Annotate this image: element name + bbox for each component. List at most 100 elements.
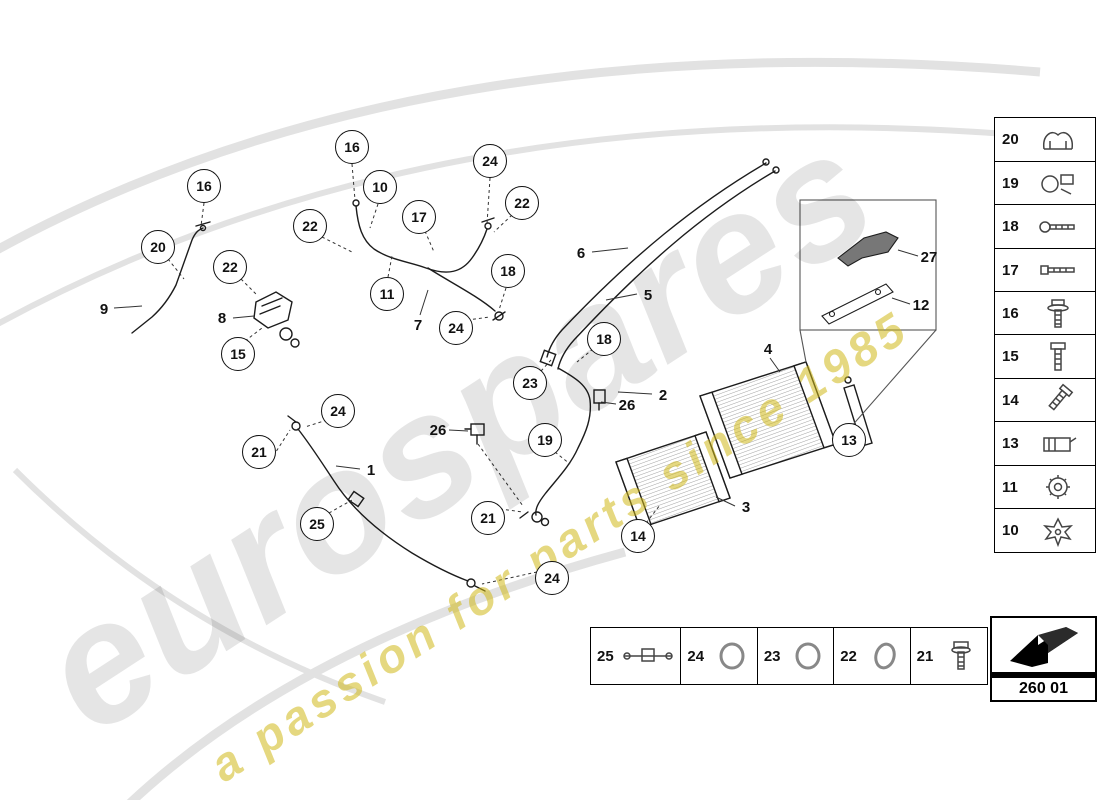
callout-24[interactable]: 24	[473, 144, 507, 178]
part-number: 25	[597, 647, 614, 665]
legend-part-25[interactable]: 25	[590, 627, 682, 685]
callout-21[interactable]: 21	[242, 435, 276, 469]
star-nut-icon	[1024, 514, 1091, 548]
pipe-9-drawing	[131, 221, 211, 334]
code-divider-bar	[992, 672, 1095, 678]
callout-22[interactable]: 22	[505, 186, 539, 220]
callout-22[interactable]: 22	[293, 209, 327, 243]
sidebar-part-19[interactable]: 19	[994, 160, 1096, 206]
bracket-12-drawing	[821, 283, 894, 325]
diagram-code: 260 01	[1019, 680, 1068, 697]
compressor-valve-8-drawing	[253, 291, 300, 348]
callout-17[interactable]: 17	[402, 200, 436, 234]
part-label-26[interactable]: 26	[618, 396, 636, 414]
pipes-5-6-drawing	[539, 158, 780, 370]
part-number: 19	[1002, 174, 1019, 192]
part-number: 10	[1002, 522, 1019, 540]
callout-19[interactable]: 19	[528, 423, 562, 457]
hose-7-drawing	[352, 199, 506, 321]
callout-24[interactable]: 24	[439, 311, 473, 345]
clip-icon	[1024, 427, 1091, 461]
part-label-26[interactable]: 26	[429, 421, 447, 439]
callout-16[interactable]: 16	[335, 130, 369, 164]
angled-screw-icon	[1024, 383, 1091, 417]
callout-24[interactable]: 24	[535, 561, 569, 595]
callout-10[interactable]: 10	[363, 170, 397, 204]
legend-part-23[interactable]: 23	[756, 627, 835, 685]
o-ring-icon	[862, 639, 907, 673]
callout-14[interactable]: 14	[621, 519, 655, 553]
part-number: 13	[1002, 435, 1019, 453]
leader-lines-dashed	[167, 163, 843, 585]
legend-part-21[interactable]: 21	[909, 627, 988, 685]
part-number: 22	[840, 647, 857, 665]
screw-icon	[1024, 340, 1091, 374]
callout-23[interactable]: 23	[513, 366, 547, 400]
callout-18[interactable]: 18	[587, 322, 621, 356]
sidebar-part-15[interactable]: 15	[994, 334, 1096, 380]
part-label-5[interactable]: 5	[643, 286, 653, 304]
part-label-6[interactable]: 6	[576, 244, 586, 262]
bracket-detail-drawing	[799, 199, 937, 445]
part-label-8[interactable]: 8	[217, 309, 227, 327]
sidebar-part-10[interactable]: 10	[994, 508, 1096, 554]
callout-21[interactable]: 21	[471, 501, 505, 535]
part-number: 17	[1002, 261, 1019, 279]
bracket-27-drawing	[837, 231, 899, 267]
grommet-icon	[1024, 470, 1091, 504]
sidebar-part-14[interactable]: 14	[994, 377, 1096, 423]
part-number: 11	[1002, 478, 1018, 496]
sidebar-part-13[interactable]: 13	[994, 421, 1096, 467]
part-number: 24	[687, 647, 705, 665]
part-number: 14	[1002, 391, 1019, 409]
hose-clamp-icon	[1024, 123, 1091, 157]
part-label-1[interactable]: 1	[366, 461, 376, 479]
part-number: 20	[1002, 131, 1019, 149]
part-number: 16	[1002, 305, 1019, 323]
sidebar-part-11[interactable]: 11	[994, 464, 1096, 510]
part-label-12[interactable]: 12	[912, 296, 930, 314]
leader-lines-solid	[113, 247, 919, 507]
seal-legend: 25 24 23 22 21	[590, 627, 988, 685]
pressure-sensor-26-drawing	[464, 423, 485, 445]
callout-18[interactable]: 18	[491, 254, 525, 288]
valve-icon	[1024, 166, 1091, 200]
condenser-3-drawing	[615, 431, 731, 529]
hose-1-drawing	[287, 415, 486, 592]
sidebar-part-18[interactable]: 18	[994, 204, 1096, 250]
part-label-4[interactable]: 4	[763, 340, 773, 358]
screw-icon	[939, 639, 984, 673]
callout-11[interactable]: 11	[370, 277, 404, 311]
part-label-3[interactable]: 3	[741, 498, 751, 516]
part-number: 18	[1002, 218, 1019, 236]
part-label-2[interactable]: 2	[658, 386, 668, 404]
o-ring-icon	[786, 639, 831, 673]
part-label-9[interactable]: 9	[99, 300, 109, 318]
diagram-code-box: 260 01	[990, 616, 1097, 702]
callout-16[interactable]: 16	[187, 169, 221, 203]
part-number: 21	[916, 647, 934, 665]
hose-2-drawing	[519, 367, 606, 527]
part-label-7[interactable]: 7	[413, 316, 423, 334]
part-label-27[interactable]: 27	[920, 248, 938, 266]
logo-swoosh-curves	[0, 57, 1041, 800]
sidebar-part-17[interactable]: 17	[994, 247, 1096, 293]
legend-part-22[interactable]: 22	[833, 627, 912, 685]
part-number: 23	[763, 647, 781, 665]
valve-sensor-icon	[618, 639, 678, 673]
sidebar-part-20[interactable]: 20	[994, 117, 1096, 163]
part-number: 15	[1002, 348, 1019, 366]
bolt-icon	[1024, 253, 1091, 287]
callout-25[interactable]: 25	[300, 507, 334, 541]
bolt-icon	[1024, 210, 1091, 244]
callout-24[interactable]: 24	[321, 394, 355, 428]
fastener-sidebar: 20 19 18 17	[994, 117, 1096, 554]
callout-22[interactable]: 22	[213, 250, 247, 284]
callout-20[interactable]: 20	[141, 230, 175, 264]
sidebar-part-16[interactable]: 16	[994, 291, 1096, 337]
callout-13[interactable]: 13	[832, 423, 866, 457]
callout-15[interactable]: 15	[221, 337, 255, 371]
legend-part-24[interactable]: 24	[680, 627, 759, 685]
